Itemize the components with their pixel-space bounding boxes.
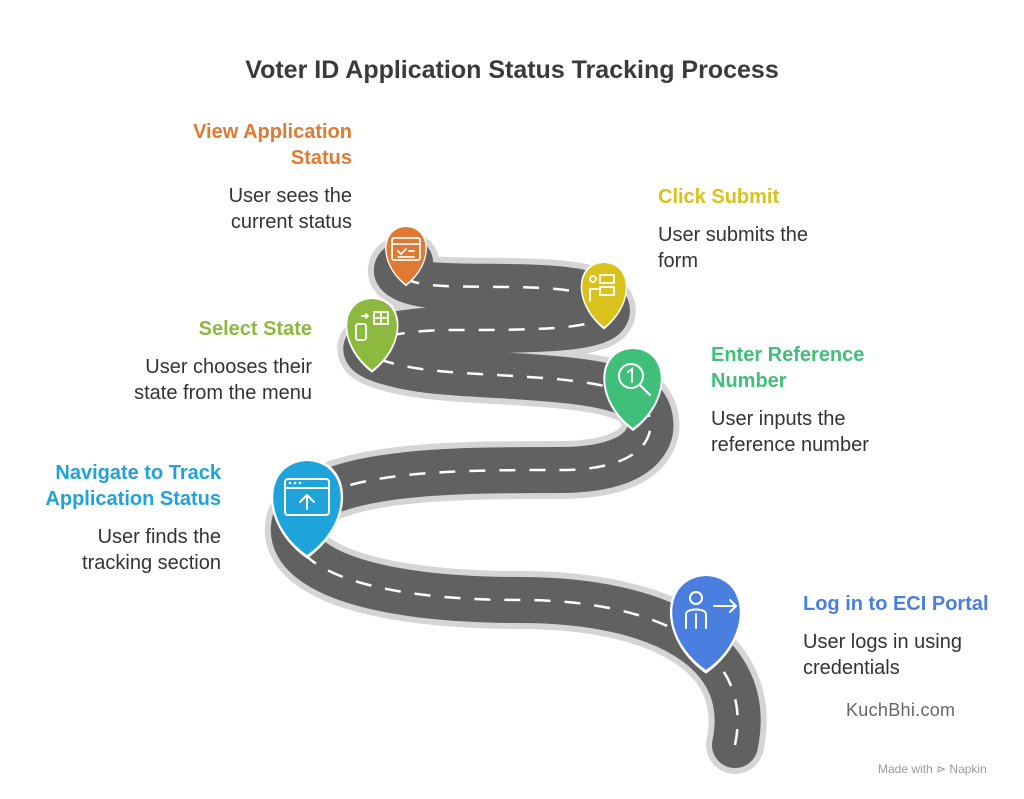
road-center-line (292, 260, 739, 746)
pin-reference (603, 346, 663, 432)
phone-grid-icon (355, 311, 389, 341)
step-heading: Log in to ECI Portal (803, 593, 989, 615)
step-select-state: Select State User chooses their state fr… (12, 316, 312, 406)
page-title: Voter ID Application Status Tracking Pro… (245, 56, 779, 84)
pin-view-status (385, 225, 427, 287)
step-description: User logs in using credentials (803, 631, 962, 679)
window-upload-icon (284, 478, 330, 516)
pin-log-in (669, 573, 743, 674)
made-with-napkin: Made with ⋗ Napkin (878, 762, 987, 776)
step-view-status: View Application Status User sees the cu… (52, 119, 352, 235)
step-heading: Navigate to Track Application Status (45, 462, 221, 510)
step-description: User finds the tracking section (82, 526, 221, 574)
person-login-icon (685, 591, 737, 629)
step-navigate: Navigate to Track Application Status Use… (0, 460, 221, 576)
step-click-submit: Click Submit User submits the form (658, 184, 838, 274)
search-number-icon (618, 363, 651, 396)
watermark: KuchBhi.com (846, 700, 956, 720)
step-heading: Click Submit (658, 186, 780, 208)
status-window-icon (391, 237, 421, 261)
pin-marker (347, 299, 397, 370)
step-description: User submits the form (658, 224, 809, 272)
pin-submit (580, 261, 628, 330)
pin-navigate (270, 458, 344, 559)
form-submit-icon (589, 274, 615, 302)
step-description: User inputs the reference number (711, 408, 869, 456)
step-heading: Select State (198, 318, 312, 340)
step-enter-reference: Enter Reference Number User inputs the r… (711, 342, 901, 458)
step-heading: View Application Status (193, 121, 352, 169)
step-log-in: Log in to ECI Portal User logs in using … (803, 591, 1003, 681)
pin-marker (386, 227, 426, 284)
step-description: User chooses their state from the menu (134, 356, 312, 404)
step-description: User sees the current status (228, 185, 352, 233)
step-heading: Enter Reference Number (711, 344, 865, 392)
pin-select-state (345, 296, 399, 373)
